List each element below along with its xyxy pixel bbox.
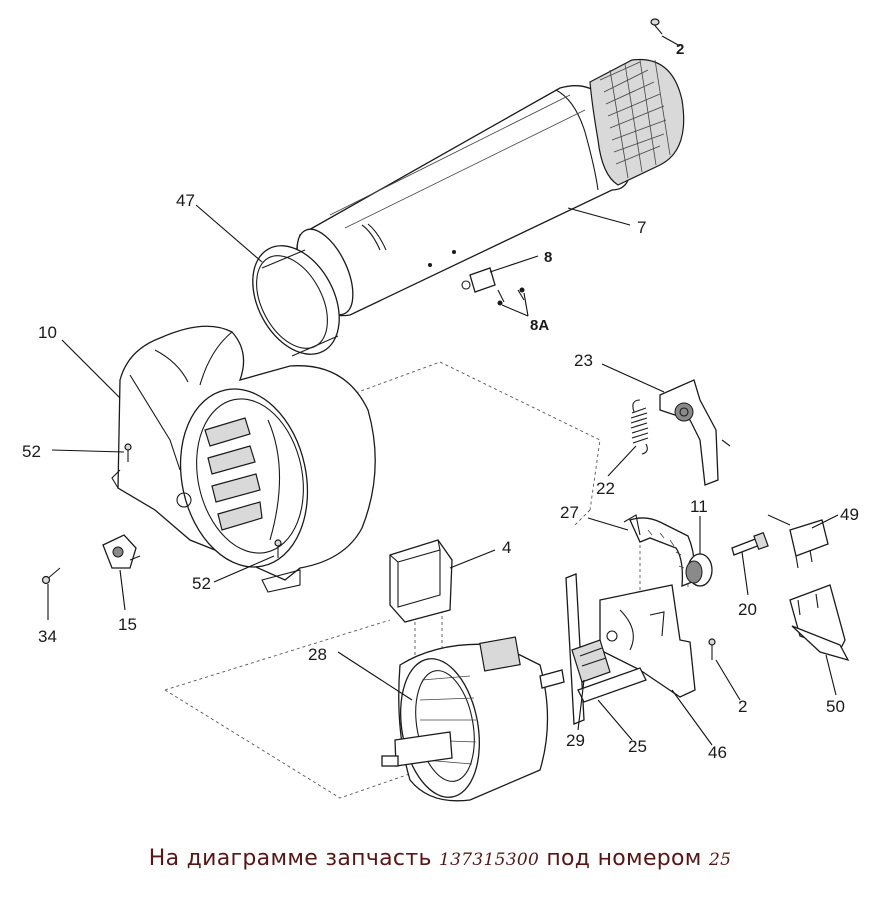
air-damper bbox=[389, 539, 453, 623]
callout-52-left: 52 bbox=[22, 442, 41, 461]
callout-2-bottom: 2 bbox=[738, 697, 747, 716]
plate-screw bbox=[708, 638, 716, 660]
caption-item-number: 25 bbox=[709, 850, 732, 870]
spring bbox=[630, 399, 649, 455]
callout-50: 50 bbox=[826, 697, 845, 716]
caption-middle: под номером bbox=[546, 846, 702, 871]
callout-8: 8 bbox=[544, 249, 552, 266]
callout-29: 29 bbox=[566, 731, 585, 750]
burner-tube bbox=[296, 58, 685, 317]
bolt bbox=[731, 531, 769, 556]
callout-4: 4 bbox=[502, 538, 511, 557]
callout-52-bottom: 52 bbox=[192, 574, 211, 593]
mounting-plate bbox=[599, 584, 696, 698]
callout-22: 22 bbox=[596, 479, 615, 498]
callout-49: 49 bbox=[840, 505, 859, 524]
callout-20: 20 bbox=[738, 600, 757, 619]
ring-gasket bbox=[252, 245, 340, 357]
cord-grip bbox=[102, 534, 141, 569]
top-screw bbox=[650, 18, 663, 35]
caption-part-number: 137315300 bbox=[439, 850, 540, 870]
callout-10: 10 bbox=[38, 323, 57, 342]
callout-15: 15 bbox=[118, 615, 137, 634]
callout-28: 28 bbox=[308, 645, 327, 664]
micro-switch bbox=[767, 514, 829, 569]
housing-screws bbox=[124, 443, 282, 558]
callout-34: 34 bbox=[38, 627, 57, 646]
blower-housing bbox=[111, 325, 376, 593]
caption-prefix: На диаграмме запчасть bbox=[148, 846, 432, 871]
coupling bbox=[571, 639, 611, 683]
clip bbox=[623, 514, 695, 587]
grip-screw bbox=[41, 567, 61, 585]
callout-7: 7 bbox=[637, 218, 646, 237]
photocell-bracket bbox=[659, 379, 731, 486]
lever-assembly bbox=[789, 584, 850, 662]
callout-46: 46 bbox=[708, 743, 727, 762]
callout-8a: 8A bbox=[530, 317, 549, 334]
tube-bracket bbox=[428, 250, 525, 306]
callout-leaders bbox=[47, 35, 839, 746]
callout-labels: 2 7 8 8A 47 10 52 52 15 34 23 22 27 11 4… bbox=[22, 41, 859, 762]
callout-47: 47 bbox=[176, 191, 195, 210]
callout-11: 11 bbox=[690, 497, 708, 516]
blower-motor bbox=[381, 636, 565, 802]
callout-23: 23 bbox=[574, 351, 593, 370]
callout-2-top: 2 bbox=[676, 41, 684, 58]
callout-27: 27 bbox=[560, 503, 579, 522]
caption: На диаграмме запчасть 137315300 под номе… bbox=[0, 846, 880, 871]
callout-25: 25 bbox=[628, 737, 647, 756]
